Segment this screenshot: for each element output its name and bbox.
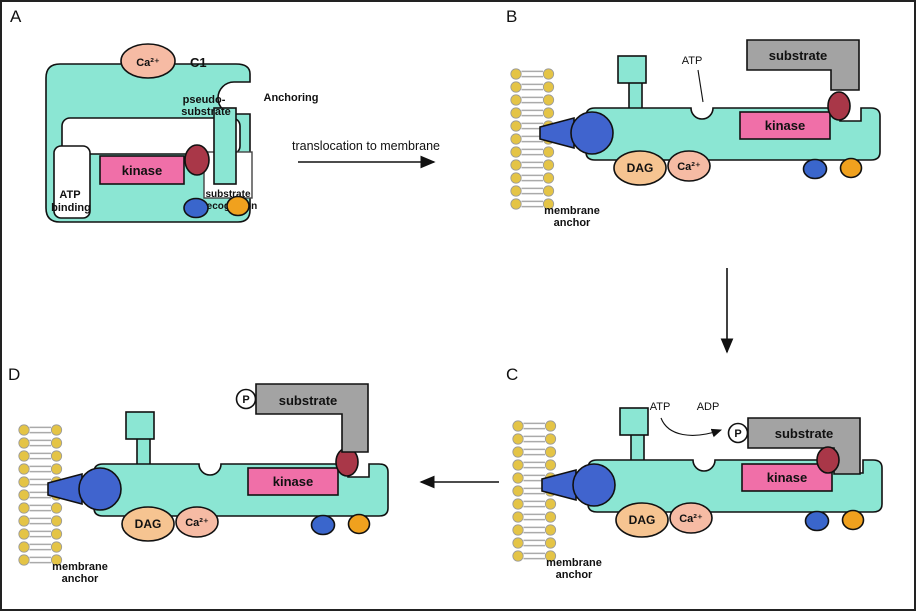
transition-a-to-b: translocation to membrane <box>292 139 440 169</box>
atp-binding-pocket <box>53 145 91 219</box>
substrate-molecule <box>255 383 369 453</box>
pseudosubstrate-plug <box>213 107 237 185</box>
panel-d: D substrate P <box>8 365 388 585</box>
atp-label: ATP <box>650 401 671 413</box>
atp-pointer-line <box>697 69 704 103</box>
panel-d-overlay: substrate P <box>235 383 369 453</box>
panel-c: C ATP ADP substrate P <box>506 365 882 581</box>
orange-site <box>226 195 250 217</box>
phosphotransfer-arrow <box>660 417 723 438</box>
panel-b: B ATP substrate <box>506 7 880 229</box>
adp-label: ADP <box>697 401 720 413</box>
substrate-label: substrate <box>769 48 828 63</box>
pseudosubstrate-caption: pseudo- <box>183 94 226 106</box>
c1-domain-label: C1 <box>190 55 207 70</box>
phosphate-group <box>235 388 257 410</box>
calcium-cofactor <box>120 43 176 79</box>
panel-d-label: D <box>8 365 20 384</box>
panel-b-label: B <box>506 7 517 26</box>
pseudosubstrate-caption: substrate <box>181 106 231 118</box>
substrate-recognition-caption: substrate <box>205 189 250 200</box>
phosphate-group <box>727 422 749 444</box>
substrate-label: substrate <box>775 426 834 441</box>
atp-binding-caption: binding <box>51 202 91 214</box>
substrate-molecule <box>747 417 861 475</box>
pkc-complex-instance-b <box>511 56 880 229</box>
phosphate-label: P <box>734 428 741 440</box>
translocation-caption: translocation to membrane <box>292 139 440 153</box>
phosphate-label: P <box>242 394 249 406</box>
kinase-label: kinase <box>122 163 162 178</box>
substrate-label: substrate <box>279 393 338 408</box>
atp-label: ATP <box>682 55 703 67</box>
panel-a: A kinase Ca²⁺ C1 pseudo- substrate Ancho… <box>10 7 319 223</box>
anchoring-caption: Anchoring <box>264 92 319 104</box>
substrate-binding-site <box>816 446 840 474</box>
atp-binding-caption: ATP <box>59 189 80 201</box>
blue-site <box>183 197 209 219</box>
panel-c-overlay: ATP ADP substrate P <box>650 401 861 475</box>
panel-b-overlay: ATP substrate <box>682 39 860 103</box>
substrate-molecule <box>746 39 860 91</box>
panel-c-label: C <box>506 365 518 384</box>
substrate-binding-site <box>184 144 210 176</box>
calcium-label: Ca²⁺ <box>136 57 160 69</box>
panel-a-label: A <box>10 7 22 26</box>
pkc-complex-instance-d <box>19 412 388 585</box>
kinase-domain <box>99 155 185 185</box>
